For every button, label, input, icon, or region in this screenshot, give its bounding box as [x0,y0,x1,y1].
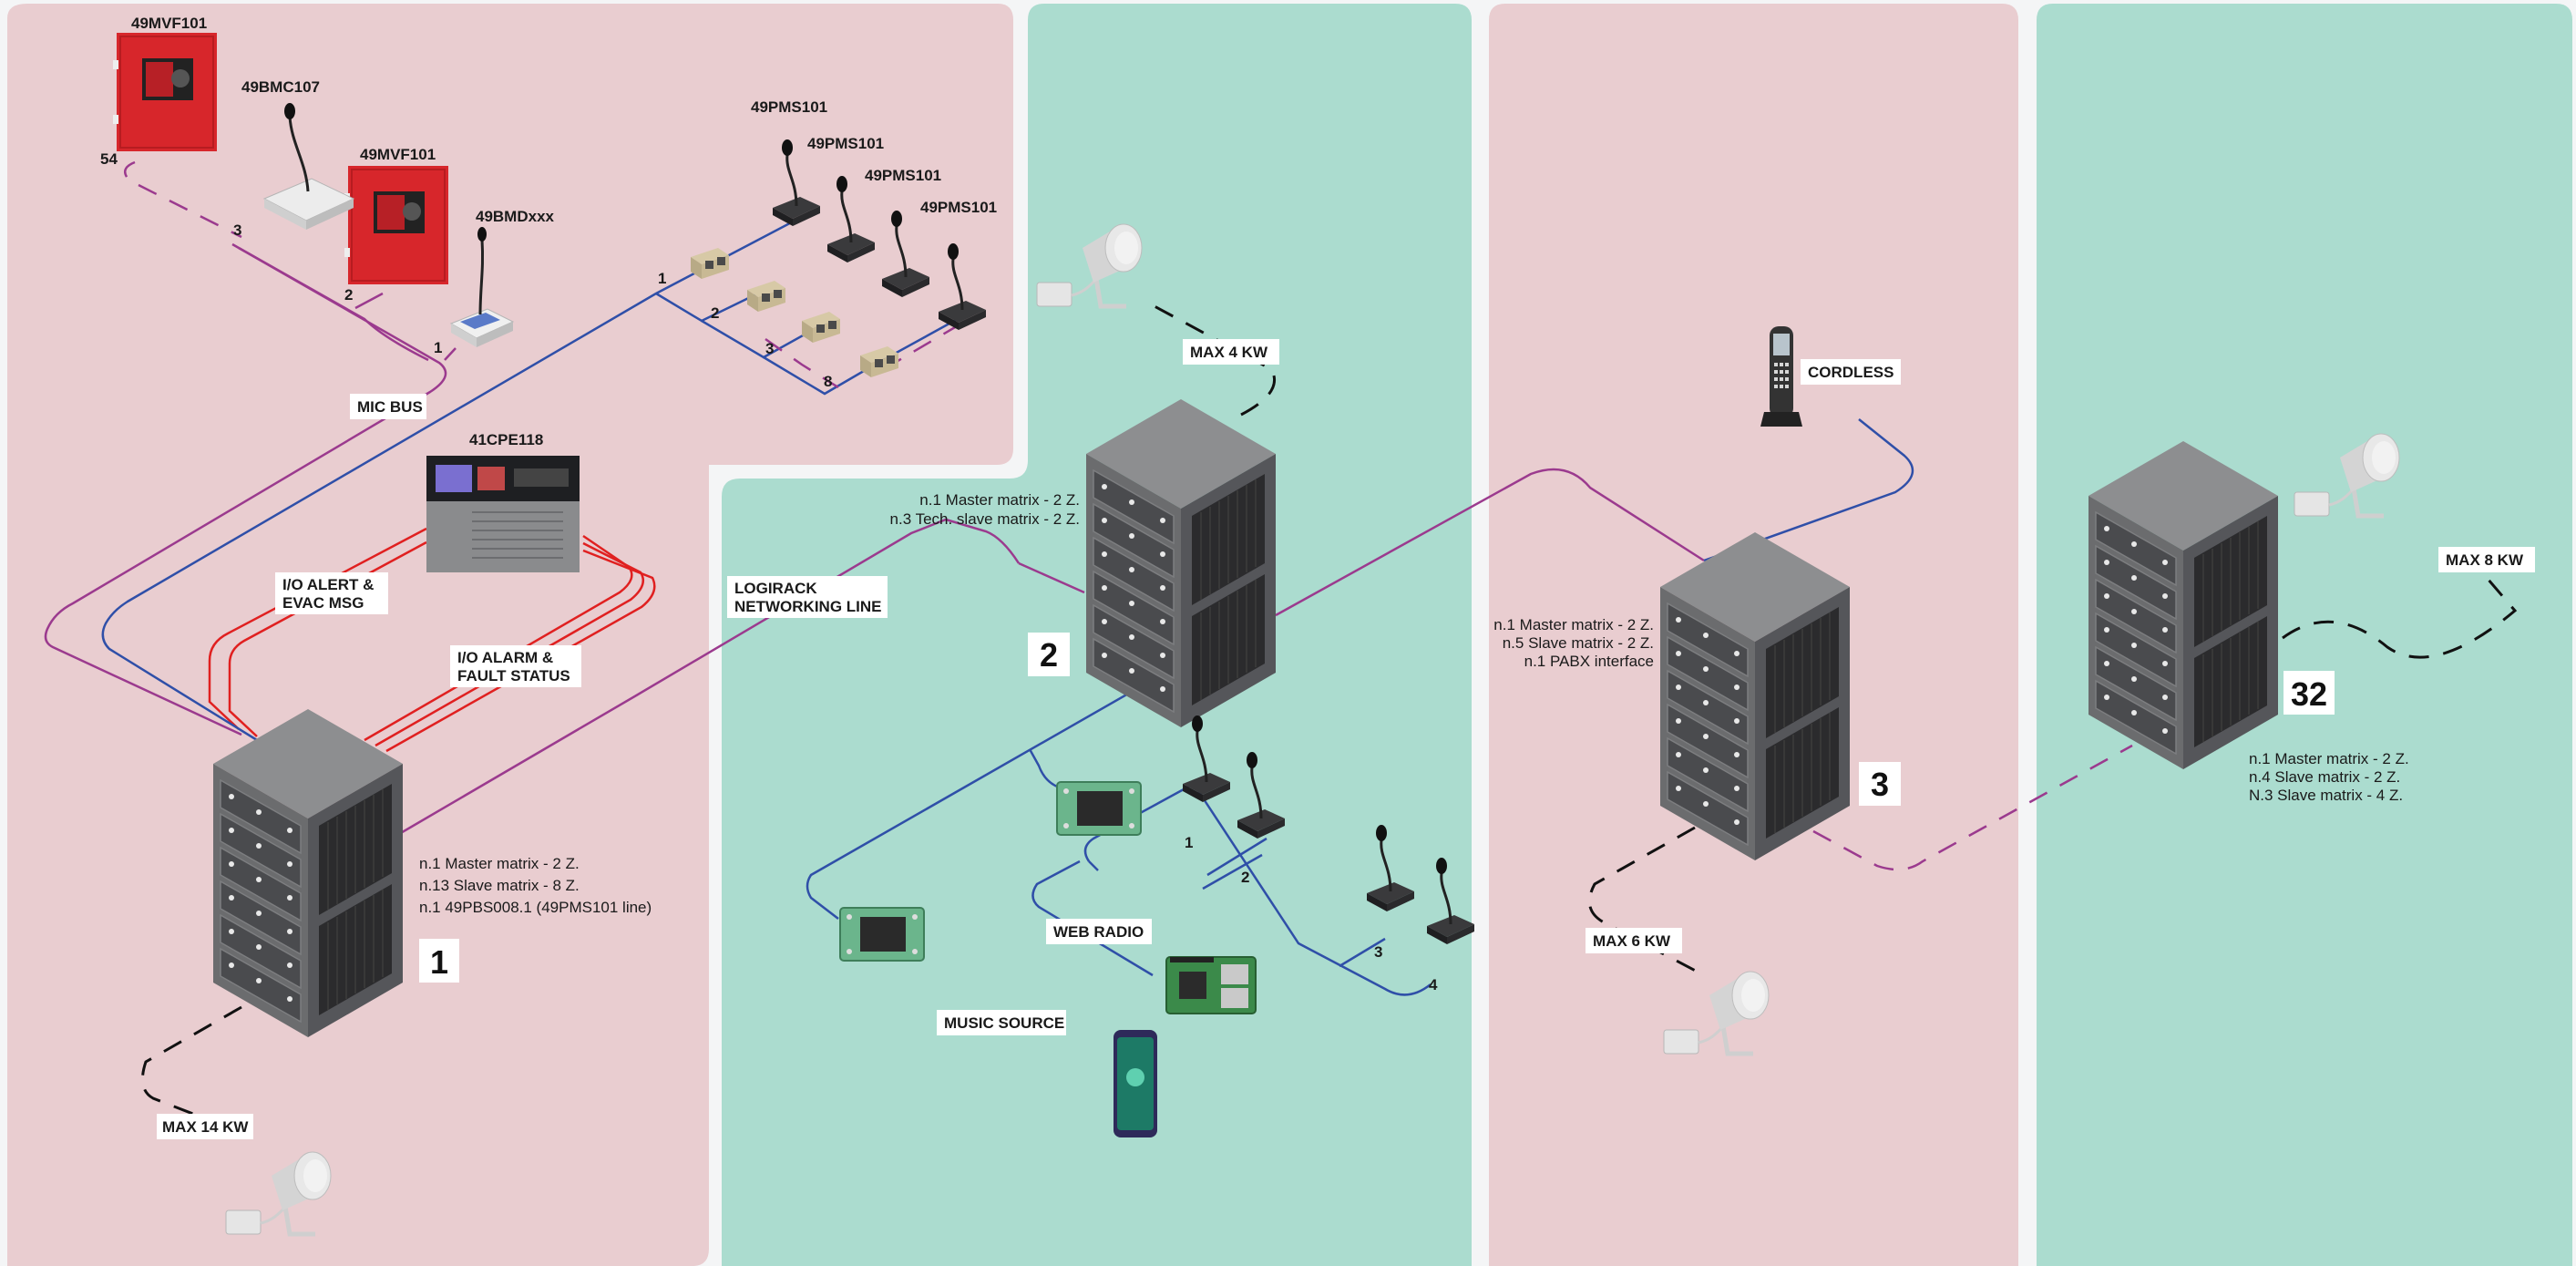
line-number: 4 [1429,976,1438,993]
io-alarm-tag: I/O ALARM & FAULT STATUS [450,645,581,687]
device-label: 49PMS101 [865,167,941,184]
rack-32-spec: N.3 Slave matrix - 4 Z. [2249,787,2403,804]
line-number: 1 [658,270,666,287]
devices [112,32,2399,1234]
max-power-tag: MAX 6 KW [1586,928,1682,953]
svg-text:MAX 6 KW: MAX 6 KW [1593,932,1671,950]
fire-panel-icon [344,165,449,285]
web-radio-tag: WEB RADIO [1046,919,1152,944]
rack-2-spec: n.1 Master matrix - 2 Z. [919,491,1080,509]
web-radio-board-icon [1165,956,1257,1014]
line-number: 1 [1185,834,1193,851]
touch-microphone-icon [449,227,515,347]
device-label: 41CPE118 [469,431,543,448]
rack-3-spec: n.5 Slave matrix - 2 Z. [1503,634,1654,652]
rack-3-icon [1659,531,1851,861]
line-number: 2 [711,304,719,322]
line-number: 8 [824,373,832,390]
network-module-icon [1056,781,1142,836]
max-power-tag: MAX 8 KW [2438,547,2535,572]
svg-text:LOGIRACK: LOGIRACK [734,580,817,597]
zone-1-area [27,4,1013,465]
labels: 49MVF101 49BMC107 49MVF101 49BMDxxx 41CP… [100,15,2535,1139]
rack-1-spec: n.1 Master matrix - 2 Z. [419,855,580,872]
rack-1-icon [212,708,404,1038]
line-number: 3 [233,221,241,239]
fire-panel-icon [112,32,218,152]
device-label: 49BMDxxx [476,208,555,225]
rack-32-icon [2088,440,2279,770]
svg-text:CORDLESS: CORDLESS [1808,364,1894,381]
music-module-icon [839,907,925,962]
control-panel-icon [426,456,580,572]
line-number: 1 [434,339,442,356]
svg-text:WEB RADIO: WEB RADIO [1053,923,1144,941]
svg-text:FAULT STATUS: FAULT STATUS [457,667,570,684]
rack-1-spec: n.1 49PBS008.1 (49PMS101 line) [419,899,652,916]
music-source-tag: MUSIC SOURCE [937,1010,1066,1035]
rack-number-badge: 1 [419,939,459,983]
logirack-tag: LOGIRACK NETWORKING LINE [727,576,888,618]
device-label: 49PMS101 [920,199,997,216]
line-number: 3 [1374,943,1382,961]
svg-text:MUSIC SOURCE: MUSIC SOURCE [944,1014,1064,1032]
svg-text:MAX 8 KW: MAX 8 KW [2446,551,2524,569]
cordless-tag: CORDLESS [1801,359,1901,385]
svg-text:NETWORKING LINE: NETWORKING LINE [734,598,882,615]
svg-text:MIC BUS: MIC BUS [357,398,423,416]
desk-microphone-icon [262,103,355,230]
device-label: 49MVF101 [360,146,436,163]
max-power-tag: MAX 14 KW [157,1114,253,1139]
rack-3-spec: n.1 PABX interface [1524,653,1654,670]
rack-number-badge: 3 [1859,762,1901,806]
rack-number-badge: 32 [2284,671,2335,715]
line-number: 54 [100,150,118,168]
mic-bus-tag: MIC BUS [350,394,426,419]
svg-text:EVAC MSG: EVAC MSG [282,594,364,612]
svg-text:MAX 14 KW: MAX 14 KW [162,1118,249,1136]
rack-3-spec: n.1 Master matrix - 2 Z. [1493,616,1654,633]
rack-2-spec: n.3 Tech. slave matrix - 2 Z. [890,510,1080,528]
svg-text:I/O ALERT &: I/O ALERT & [282,576,374,593]
rack-32-spec: n.1 Master matrix - 2 Z. [2249,750,2409,767]
svg-text:32: 32 [2291,675,2327,713]
line-number: 2 [1241,869,1249,886]
device-label: 49PMS101 [751,98,827,116]
io-alert-tag: I/O ALERT & EVAC MSG [275,572,388,614]
svg-text:1: 1 [430,943,448,981]
cordless-phone-icon [1760,326,1802,427]
zone-32-area [2037,4,2572,1266]
svg-text:I/O ALARM &: I/O ALARM & [457,649,553,666]
smartphone-icon [1114,1030,1157,1137]
line-number: 2 [344,286,353,304]
device-label: 49BMC107 [241,78,320,96]
rack-2-icon [1085,398,1277,728]
rack-number-badge: 2 [1028,633,1070,676]
svg-text:2: 2 [1040,636,1058,674]
line-number: 3 [765,340,774,357]
rack-1-spec: n.13 Slave matrix - 8 Z. [419,877,580,894]
max-power-tag: MAX 4 KW [1183,339,1279,365]
device-label: 49MVF101 [131,15,207,32]
svg-text:3: 3 [1871,766,1889,803]
rack-32-spec: n.4 Slave matrix - 2 Z. [2249,768,2400,786]
svg-text:MAX 4 KW: MAX 4 KW [1190,344,1268,361]
device-label: 49PMS101 [807,135,884,152]
